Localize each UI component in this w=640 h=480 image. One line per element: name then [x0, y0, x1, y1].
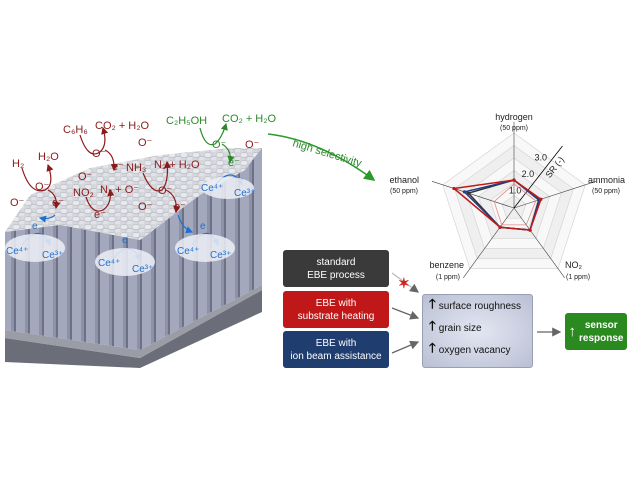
- ce4-label: Ce⁴⁺: [177, 246, 199, 257]
- h2-label: H₂: [12, 158, 24, 170]
- process-label: EBE process: [307, 269, 365, 281]
- radar-data-point: [462, 190, 467, 194]
- flow-arrows: [391, 272, 562, 354]
- up-arrow-icon: 🡑: [429, 318, 436, 333]
- electron-label: e: [32, 221, 38, 232]
- radar-data-point: [528, 228, 532, 232]
- effect-item: 🡑oxygen vacancy: [423, 339, 532, 361]
- c6h6-product-label: CO₂ + H₂O: [95, 120, 150, 132]
- radar-data-point: [498, 225, 502, 229]
- radar-axis-label: benzene: [429, 260, 464, 270]
- radar-axis-label: ammonia: [588, 175, 625, 185]
- radar-axis-concentration: (50 ppm): [390, 188, 418, 195]
- no2-label: NO₂: [73, 187, 94, 199]
- radar-axis-concentration: (50 ppm): [500, 125, 528, 132]
- oxygen-ion-label: O⁻: [92, 148, 107, 160]
- sensor-response-box: ↑ sensor response: [565, 313, 627, 350]
- electron-label: e: [122, 235, 128, 246]
- effect-item: 🡑grain size: [423, 317, 532, 339]
- ce4-label: Ce⁴⁺: [98, 258, 120, 269]
- oxygen-ion-label: O⁻: [212, 139, 227, 151]
- sr-tick-label: 2.0: [522, 169, 535, 179]
- radar-data-point: [452, 186, 456, 191]
- radar-axis-concentration: (1 ppm): [436, 274, 460, 281]
- radar-axis-line: [463, 207, 515, 278]
- sr-axis-line: [513, 145, 563, 209]
- ce3-label: Ce³⁺: [234, 188, 255, 199]
- electron-label: e⁻: [112, 161, 124, 173]
- radar-series-reference: [493, 183, 537, 226]
- nh3-product-label: N₂ + H₂O: [154, 159, 200, 171]
- process-label: substrate heating: [297, 310, 375, 322]
- ethanol-product-label: CO₂ + H₂O: [222, 113, 277, 125]
- effects-box: 🡑surface roughness 🡑grain size 🡑oxygen v…: [422, 294, 533, 368]
- oxygen-ion-label: O⁻: [138, 201, 153, 213]
- process-label: EBE with: [315, 297, 357, 309]
- effect-item: 🡑surface roughness: [423, 295, 532, 317]
- film-grain-surface: [5, 148, 262, 240]
- radar-data-point: [539, 197, 543, 201]
- result-label: response: [579, 332, 624, 344]
- electron-label: e: [200, 221, 206, 232]
- radar-axis-concentration: (1 ppm): [566, 274, 590, 281]
- radar-axis-label: ethanol: [389, 175, 419, 185]
- c6h6-label: C₆H₆: [63, 124, 88, 136]
- ce3-label: Ce³⁺: [132, 264, 153, 275]
- no2-product-label: N₂ + O⁻: [100, 184, 139, 196]
- ethanol-label: C₂H₅OH: [166, 115, 207, 127]
- electron-label: e⁻: [228, 157, 240, 169]
- oxygen-ion-label: O⁻: [158, 185, 173, 197]
- electron-label: e⁻: [174, 201, 186, 213]
- radar-axis-concentration: (50 ppm): [592, 188, 620, 195]
- process-label: ion beam assistance: [290, 350, 382, 362]
- process-box-standard: standard EBE process: [283, 250, 389, 287]
- up-arrow-icon: 🡑: [429, 296, 436, 311]
- process-label: standard: [316, 256, 356, 268]
- oxygen-ion-label: O⁻: [138, 137, 153, 149]
- sr-tick-label: 1.0: [509, 186, 522, 196]
- radar-axis-label: hydrogen: [495, 112, 533, 122]
- electron-label: e⁻: [52, 197, 64, 209]
- radar-axis-line: [513, 207, 565, 278]
- radar-chart: hydrogen (50 ppm) ammonia (50 ppm) NO₂ (1 ppm…: [389, 112, 625, 281]
- oxygen-ion-label: O⁻: [78, 171, 93, 183]
- ce4-label: Ce⁴⁺: [6, 246, 28, 257]
- effect-label: surface roughness: [438, 300, 522, 312]
- oxygen-ion-label: O⁻: [35, 181, 50, 193]
- sr-tick-label: 3.0: [534, 153, 547, 163]
- oxygen-ion-label: O⁻: [245, 139, 260, 151]
- ce4-label: Ce⁴⁺: [201, 183, 223, 194]
- result-label: sensor: [584, 319, 618, 331]
- up-arrow-icon: ↑: [568, 323, 577, 340]
- process-box-substrate-heating: EBE with substrate heating: [283, 291, 389, 328]
- oxygen-ion-label: O⁻: [10, 197, 25, 209]
- up-arrow-icon: 🡑: [429, 340, 436, 355]
- effect-label: oxygen vacancy: [438, 344, 511, 356]
- radar-axis-label: NO₂: [565, 260, 583, 270]
- process-box-ion-beam: EBE with ion beam assistance: [283, 331, 389, 368]
- radar-axis-line: [431, 181, 515, 209]
- blocked-cross-icon: ✶: [398, 275, 410, 291]
- substrate-slab: [5, 290, 262, 368]
- nh3-label: NH₃: [126, 162, 146, 174]
- effect-label: grain size: [438, 322, 482, 334]
- h2o-label: H₂O: [38, 151, 59, 163]
- high-selectivity-label: high selectivity: [291, 137, 363, 170]
- ce3-label: Ce³⁺: [42, 250, 63, 261]
- substrate-top: [5, 285, 262, 358]
- ce3-label: Ce³⁺: [210, 250, 231, 261]
- radar-series-ebe-with-substrate-heating: [452, 179, 542, 231]
- radar-data-point: [512, 178, 516, 182]
- process-label: EBE with: [315, 337, 357, 349]
- radar-axis-line: [513, 181, 597, 209]
- ce-redox-sites: [5, 177, 254, 276]
- electron-label: e⁻: [94, 209, 106, 221]
